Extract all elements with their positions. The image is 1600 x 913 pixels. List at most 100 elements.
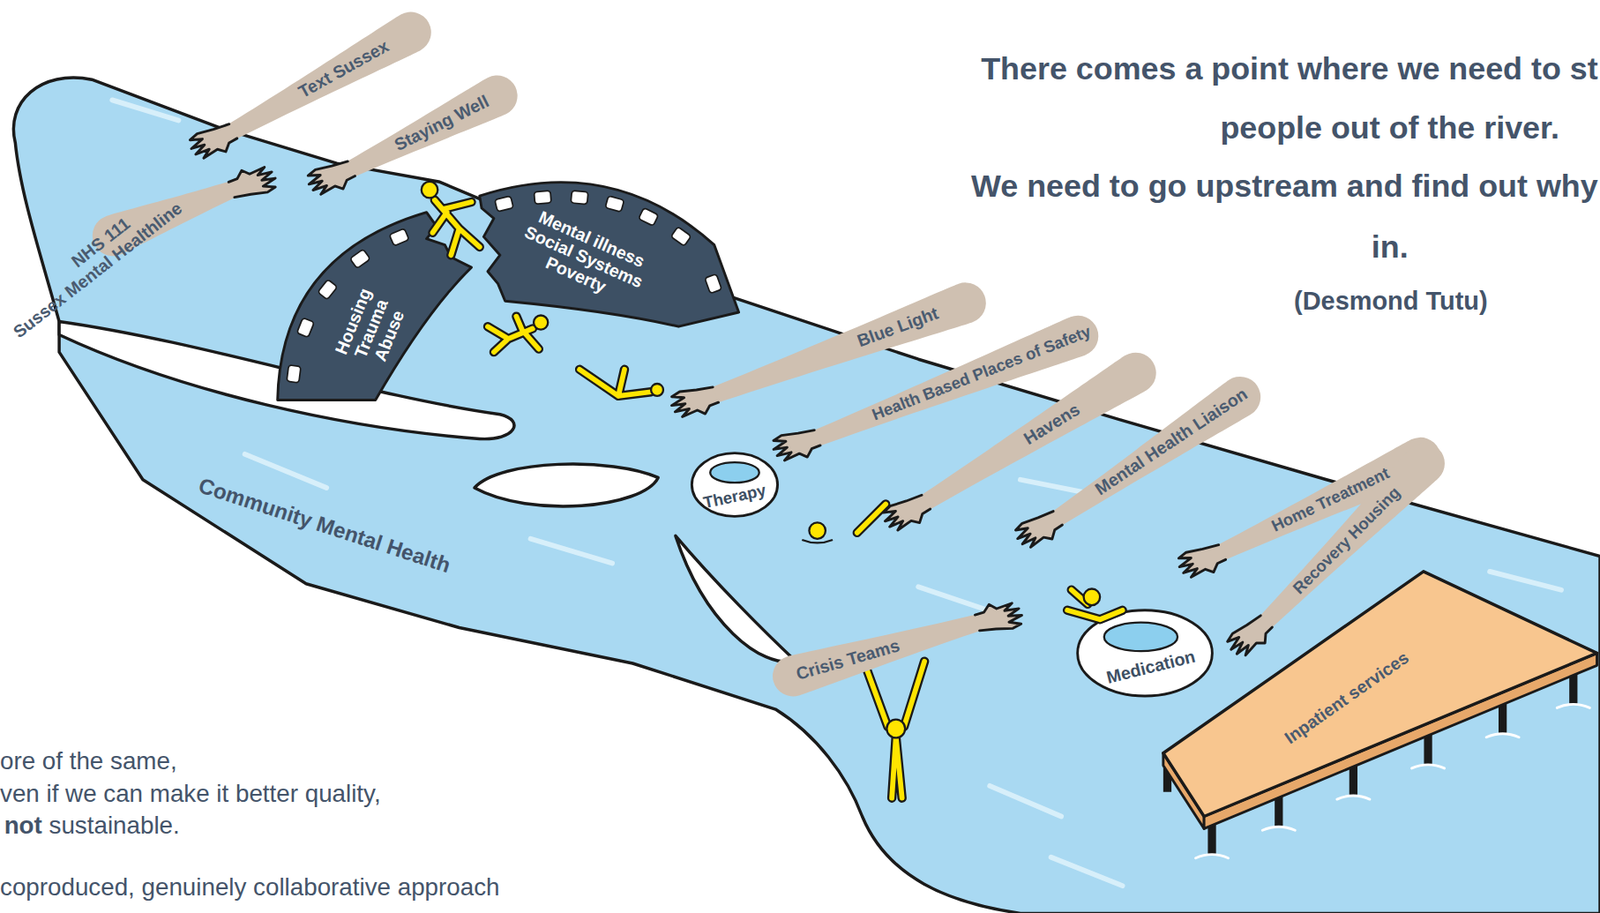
hand <box>1174 538 1228 584</box>
bridge-window <box>494 195 514 212</box>
life-ring: Medication <box>1073 605 1217 700</box>
arm-shape: Havens <box>859 333 1182 554</box>
window-pane <box>350 248 371 269</box>
hand <box>1011 505 1066 555</box>
walking-figure <box>433 200 480 255</box>
window-pane <box>671 226 692 247</box>
swimmer-arm <box>857 504 886 533</box>
ripple <box>801 539 833 543</box>
bridge-window <box>350 248 371 269</box>
arm-shape: Health Based Places of Safety <box>747 299 1126 483</box>
arm-shape: Crisis Teams <box>745 581 1050 711</box>
ripple <box>1337 795 1370 800</box>
pier-deck <box>1163 571 1598 817</box>
figure-head <box>533 314 548 329</box>
river-label: Community Mental Health <box>195 472 454 578</box>
arm-body <box>910 344 1165 523</box>
water-highlight <box>530 538 614 564</box>
arm <box>302 68 525 208</box>
swimmer-head <box>808 522 826 539</box>
window-pane <box>570 190 589 205</box>
bridge-window <box>296 317 315 337</box>
island <box>474 463 658 507</box>
arm <box>666 276 993 430</box>
figure-head <box>1084 589 1101 606</box>
arm-shape-graphic <box>644 267 1014 439</box>
window-pane <box>638 208 659 227</box>
pier: Inpatient services <box>1151 560 1600 878</box>
window-pane <box>533 190 552 204</box>
diving-figure <box>579 369 651 397</box>
bridge-window <box>638 208 659 227</box>
body-text: coproduced, genuinely collaborative appr… <box>0 872 500 901</box>
body-text: ore of the same, <box>0 747 178 776</box>
pier-graphic <box>1151 560 1600 878</box>
hand <box>226 160 280 205</box>
falling-figure <box>487 316 539 352</box>
quote-line: There comes a point where we need to st <box>980 51 1599 88</box>
quote-line: in. <box>1371 228 1409 265</box>
hand <box>770 423 823 468</box>
floating-figure <box>1067 590 1122 621</box>
arm <box>876 344 1164 544</box>
window-pane <box>296 317 315 337</box>
window-pane <box>317 279 337 300</box>
ripple <box>1486 733 1519 738</box>
diving-figure <box>579 369 651 397</box>
bridge-arch <box>479 182 740 328</box>
falling-figure <box>487 316 539 352</box>
hand <box>304 155 359 202</box>
swimmer-arm <box>857 504 886 533</box>
window-pane <box>605 195 625 212</box>
window-pane <box>704 274 722 294</box>
arm-body <box>1041 368 1269 539</box>
ring-hole <box>710 462 760 483</box>
bridge-window <box>605 195 625 212</box>
bridge-arch <box>277 212 472 401</box>
ring-hole <box>1104 622 1178 651</box>
hand <box>668 380 721 424</box>
bridge-window <box>570 190 589 205</box>
node-text: Mental Health Liaison <box>1091 384 1252 501</box>
figure-head <box>650 383 664 397</box>
node-text: Sussex Mental Healthline <box>9 198 187 343</box>
window-pane <box>494 195 514 212</box>
arm-body <box>336 68 525 190</box>
quote-attribution: (Desmond Tutu) <box>1293 285 1488 315</box>
window-pane <box>388 228 409 247</box>
arm-shape-graphic <box>859 333 1182 554</box>
water-highlight <box>1020 479 1082 493</box>
ripple <box>1196 854 1229 859</box>
arm <box>768 309 1105 473</box>
arm-shape: Text Sussex <box>164 0 457 182</box>
body-text: not <box>4 811 43 840</box>
ring-body <box>691 453 778 517</box>
arm <box>768 590 1027 702</box>
quote-line: people out of the river. <box>1219 110 1560 147</box>
island <box>675 535 797 662</box>
bridge-window <box>286 365 301 383</box>
water-highlight <box>989 785 1062 817</box>
bridge-section: Housing Trauma Abuse <box>267 201 482 409</box>
life-ring-graphic <box>687 448 782 521</box>
figure-head <box>886 719 905 739</box>
water-highlight <box>112 99 179 120</box>
ring-body <box>1077 610 1213 696</box>
hand <box>1224 610 1278 664</box>
support-figure <box>865 661 925 799</box>
hand <box>186 118 240 166</box>
ripple <box>1412 764 1445 769</box>
body-text: ven if we can make it better quality, <box>0 779 382 808</box>
bridge-window <box>317 279 337 300</box>
body-text: sustainable. <box>49 811 180 840</box>
arm-body <box>768 601 990 702</box>
hand <box>972 596 1025 637</box>
figure-head <box>421 181 439 199</box>
ripple <box>1262 826 1295 830</box>
water-highlight <box>245 454 328 488</box>
water-highlight <box>1051 857 1123 886</box>
ripple <box>1556 703 1590 708</box>
bridge-window <box>671 226 692 247</box>
